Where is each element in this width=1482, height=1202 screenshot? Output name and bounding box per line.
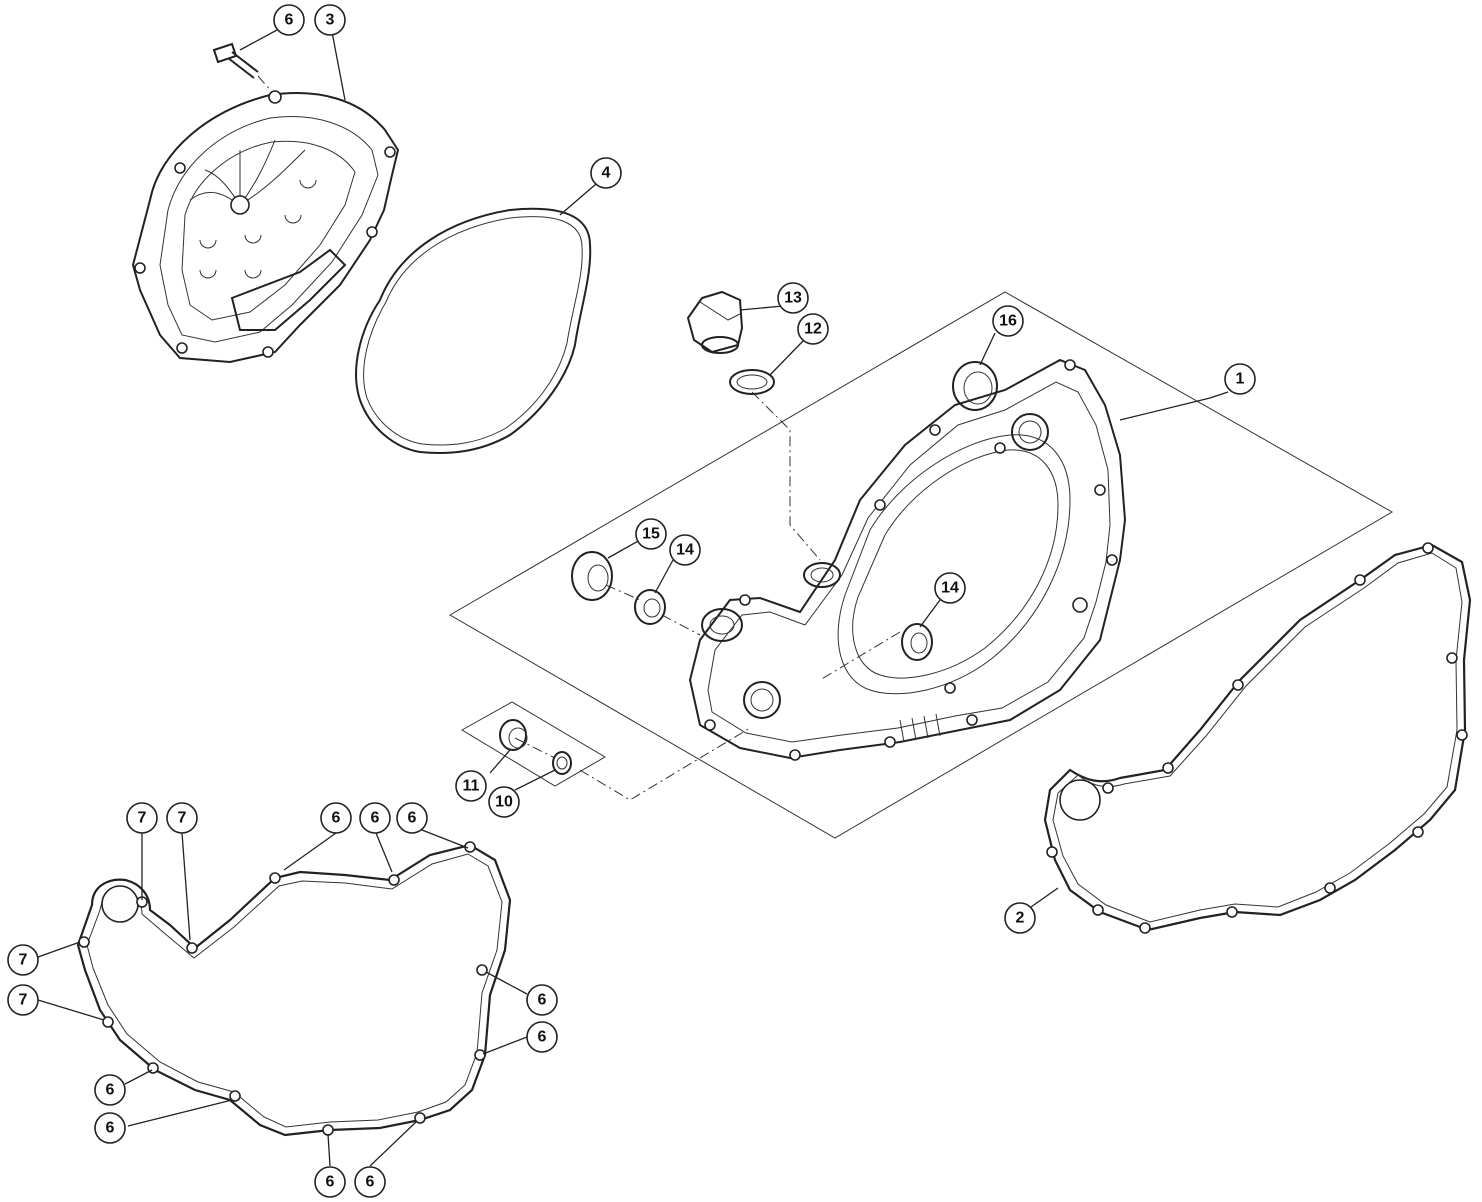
plug-assembly-outline <box>461 701 606 787</box>
callout-3: 3 <box>314 4 346 36</box>
callout-6-g: 6 <box>94 1074 126 1106</box>
callout-15: 15 <box>635 518 667 550</box>
callout-label: 6 <box>285 12 294 29</box>
callout-label: 6 <box>371 810 380 827</box>
callout-label: 14 <box>676 542 694 559</box>
oil-filler-plug-part <box>686 290 744 354</box>
callout-14-right: 14 <box>934 572 966 604</box>
callout-leaders <box>37 29 1229 1167</box>
callout-11: 11 <box>455 770 487 802</box>
callout-label: 11 <box>463 778 480 795</box>
crankcase-cover-part <box>688 358 1127 761</box>
callout-label: 6 <box>538 992 547 1009</box>
callout-label: 6 <box>326 1174 335 1191</box>
callout-6-i: 6 <box>314 1166 346 1198</box>
oring-10-part <box>552 751 572 775</box>
plug-11-part <box>499 719 528 751</box>
gasket-2-part <box>1043 542 1472 934</box>
callout-1: 1 <box>1224 363 1256 395</box>
callout-12: 12 <box>797 313 829 345</box>
callout-6-j: 6 <box>354 1166 386 1198</box>
callout-6-b: 6 <box>320 802 352 834</box>
callout-6-d: 6 <box>396 802 428 834</box>
callout-label: 7 <box>178 810 187 827</box>
callout-label: 6 <box>538 1029 547 1046</box>
callout-6-top: 6 <box>273 4 305 36</box>
callout-7-a: 7 <box>126 802 158 834</box>
callout-label: 4 <box>602 165 611 182</box>
callout-label: 14 <box>941 580 959 597</box>
callout-label: 16 <box>999 313 1017 330</box>
callout-label: 1 <box>1236 371 1245 388</box>
callout-6-h: 6 <box>94 1112 126 1144</box>
callout-16: 16 <box>992 305 1024 337</box>
clutch-cover-part <box>131 90 400 364</box>
callout-6-f: 6 <box>526 1021 558 1053</box>
callout-6-e: 6 <box>526 984 558 1016</box>
seal-16-part <box>952 361 998 411</box>
callout-label: 13 <box>784 290 802 307</box>
callout-label: 6 <box>408 810 417 827</box>
oil-filler-oring-part <box>729 369 775 395</box>
assembly-leader-lines <box>514 391 901 801</box>
callout-label: 2 <box>1016 910 1025 927</box>
callout-13: 13 <box>777 282 809 314</box>
callout-label: 6 <box>332 810 341 827</box>
callout-label: 15 <box>642 526 660 543</box>
callout-10: 10 <box>488 786 520 818</box>
callout-label: 12 <box>804 321 822 338</box>
bearing-14b-part <box>901 623 933 661</box>
callout-label: 7 <box>19 992 28 1009</box>
callout-label: 6 <box>366 1174 375 1191</box>
callout-2: 2 <box>1004 902 1036 934</box>
callout-6-c: 6 <box>359 802 391 834</box>
bearing-14a-part <box>634 589 666 625</box>
callout-label: 3 <box>326 12 335 29</box>
callout-label: 7 <box>19 952 28 969</box>
callout-label: 6 <box>106 1120 115 1137</box>
cover-oring-part <box>355 207 592 455</box>
callout-label: 10 <box>495 794 513 811</box>
callout-7-c: 7 <box>7 944 39 976</box>
callout-4: 4 <box>590 157 622 189</box>
seal-15-part <box>571 551 613 601</box>
bolt-part <box>212 42 273 93</box>
gasket-7-part <box>76 841 512 1137</box>
assembly-outline <box>449 291 1394 839</box>
callout-7-d: 7 <box>7 984 39 1016</box>
callout-7-b: 7 <box>166 802 198 834</box>
callout-label: 7 <box>138 810 147 827</box>
callout-label: 6 <box>106 1082 115 1099</box>
callout-14-left: 14 <box>669 534 701 566</box>
